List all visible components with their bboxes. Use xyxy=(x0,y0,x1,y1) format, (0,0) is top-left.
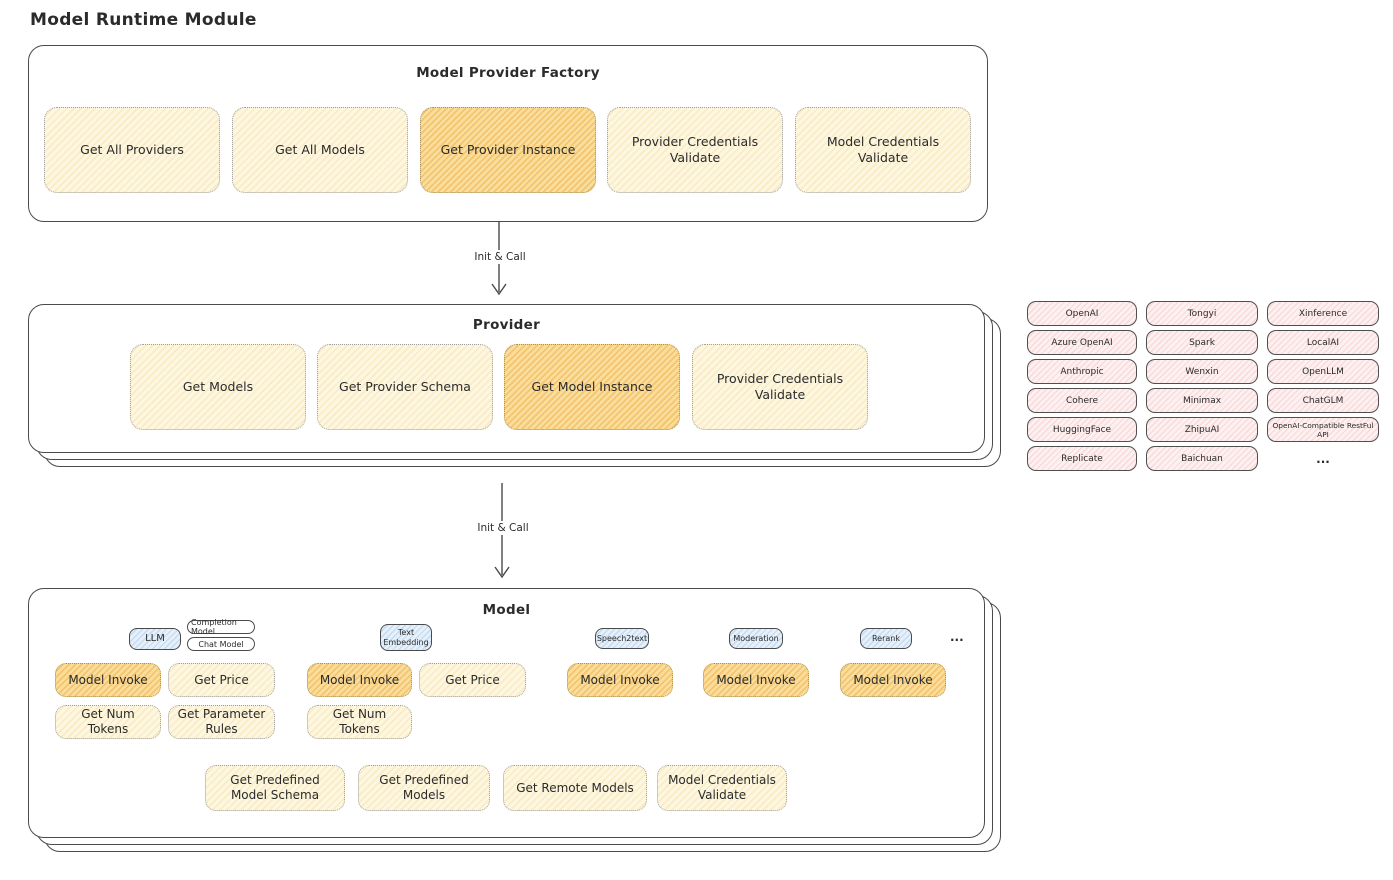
provider-chip-openai-compatible-restful-api[interactable]: OpenAI-Compatible RestFul API xyxy=(1267,417,1379,442)
provider-chip-cohere[interactable]: Cohere xyxy=(1027,388,1137,413)
btn-get-all-providers[interactable]: Get All Providers xyxy=(44,107,220,193)
provider-chip-minimax[interactable]: Minimax xyxy=(1146,388,1258,413)
arrow-label-init-call-1: Init & Call xyxy=(469,250,531,264)
btn-provider-credentials-validate-2[interactable]: Provider Credentials Validate xyxy=(692,344,868,430)
btn-get-price-llm[interactable]: Get Price xyxy=(168,663,275,697)
factory-box[interactable]: Model Provider Factory Get All Providers… xyxy=(28,45,988,222)
btn-get-provider-schema[interactable]: Get Provider Schema xyxy=(317,344,493,430)
provider-chip-replicate[interactable]: Replicate xyxy=(1027,446,1137,471)
btn-model-invoke-speech2text[interactable]: Model Invoke xyxy=(567,663,673,697)
btn-model-credentials-validate[interactable]: Model Credentials Validate xyxy=(795,107,971,193)
arrow-label-init-call-2: Init & Call xyxy=(472,521,534,535)
tab-text-embedding[interactable]: Text Embedding xyxy=(380,624,432,651)
btn-model-invoke-text-embedding[interactable]: Model Invoke xyxy=(307,663,412,697)
provider-title: Provider xyxy=(472,317,541,333)
provider-chip-baichuan[interactable]: Baichuan xyxy=(1146,446,1258,471)
btn-model-invoke-moderation[interactable]: Model Invoke xyxy=(703,663,809,697)
tab-completion-model[interactable]: Completion Model xyxy=(187,618,255,636)
provider-chip-tongyi[interactable]: Tongyi xyxy=(1146,301,1258,326)
provider-chip-openllm[interactable]: OpenLLM xyxy=(1267,359,1379,384)
provider-chip-wenxin[interactable]: Wenxin xyxy=(1146,359,1258,384)
tab-llm[interactable]: LLM xyxy=(129,628,181,650)
model-title: Model xyxy=(482,602,531,618)
provider-chip-zhipuai[interactable]: ZhipuAI xyxy=(1146,417,1258,442)
page-title: Model Runtime Module xyxy=(30,10,257,30)
tab-speech2text[interactable]: Speech2text xyxy=(595,628,649,649)
btn-get-num-tokens-llm[interactable]: Get Num Tokens xyxy=(55,705,161,739)
model-box[interactable]: Model LLM Completion Model Chat Model Te… xyxy=(28,588,1001,852)
tab-chat-model[interactable]: Chat Model xyxy=(187,637,255,651)
provider-box[interactable]: Provider Get Models Get Provider Schema … xyxy=(28,304,1001,467)
btn-get-predefined-model-schema[interactable]: Get Predefined Model Schema xyxy=(205,765,345,811)
tab-rerank[interactable]: Rerank xyxy=(860,628,912,649)
btn-model-credentials-validate-2[interactable]: Model Credentials Validate xyxy=(657,765,787,811)
provider-chip-anthropic[interactable]: Anthropic xyxy=(1027,359,1137,384)
model-tabs-ellipsis: ... xyxy=(950,630,964,644)
provider-list-ellipsis: ... xyxy=(1316,451,1330,466)
factory-title: Model Provider Factory xyxy=(416,65,600,81)
btn-get-predefined-models[interactable]: Get Predefined Models xyxy=(358,765,490,811)
btn-provider-credentials-validate[interactable]: Provider Credentials Validate xyxy=(607,107,783,193)
provider-chip-azure-openai[interactable]: Azure OpenAI xyxy=(1027,330,1137,355)
provider-chip-spark[interactable]: Spark xyxy=(1146,330,1258,355)
btn-get-remote-models[interactable]: Get Remote Models xyxy=(503,765,647,811)
provider-chip-xinference[interactable]: Xinference xyxy=(1267,301,1379,326)
provider-chip-huggingface[interactable]: HuggingFace xyxy=(1027,417,1137,442)
btn-get-provider-instance[interactable]: Get Provider Instance xyxy=(420,107,596,193)
provider-chip-openai[interactable]: OpenAI xyxy=(1027,301,1137,326)
btn-get-models[interactable]: Get Models xyxy=(130,344,306,430)
provider-chip-localai[interactable]: LocalAI xyxy=(1267,330,1379,355)
provider-name-grid: OpenAI Tongyi Xinference Azure OpenAI Sp… xyxy=(1027,301,1379,471)
btn-get-model-instance[interactable]: Get Model Instance xyxy=(504,344,680,430)
btn-get-price-text-embedding[interactable]: Get Price xyxy=(419,663,526,697)
btn-model-invoke-rerank[interactable]: Model Invoke xyxy=(840,663,946,697)
tab-moderation[interactable]: Moderation xyxy=(729,628,783,649)
btn-model-invoke-llm[interactable]: Model Invoke xyxy=(55,663,161,697)
btn-get-num-tokens-text-embedding[interactable]: Get Num Tokens xyxy=(307,705,412,739)
provider-chip-chatglm[interactable]: ChatGLM xyxy=(1267,388,1379,413)
btn-get-parameter-rules[interactable]: Get Parameter Rules xyxy=(168,705,275,739)
btn-get-all-models[interactable]: Get All Models xyxy=(232,107,408,193)
